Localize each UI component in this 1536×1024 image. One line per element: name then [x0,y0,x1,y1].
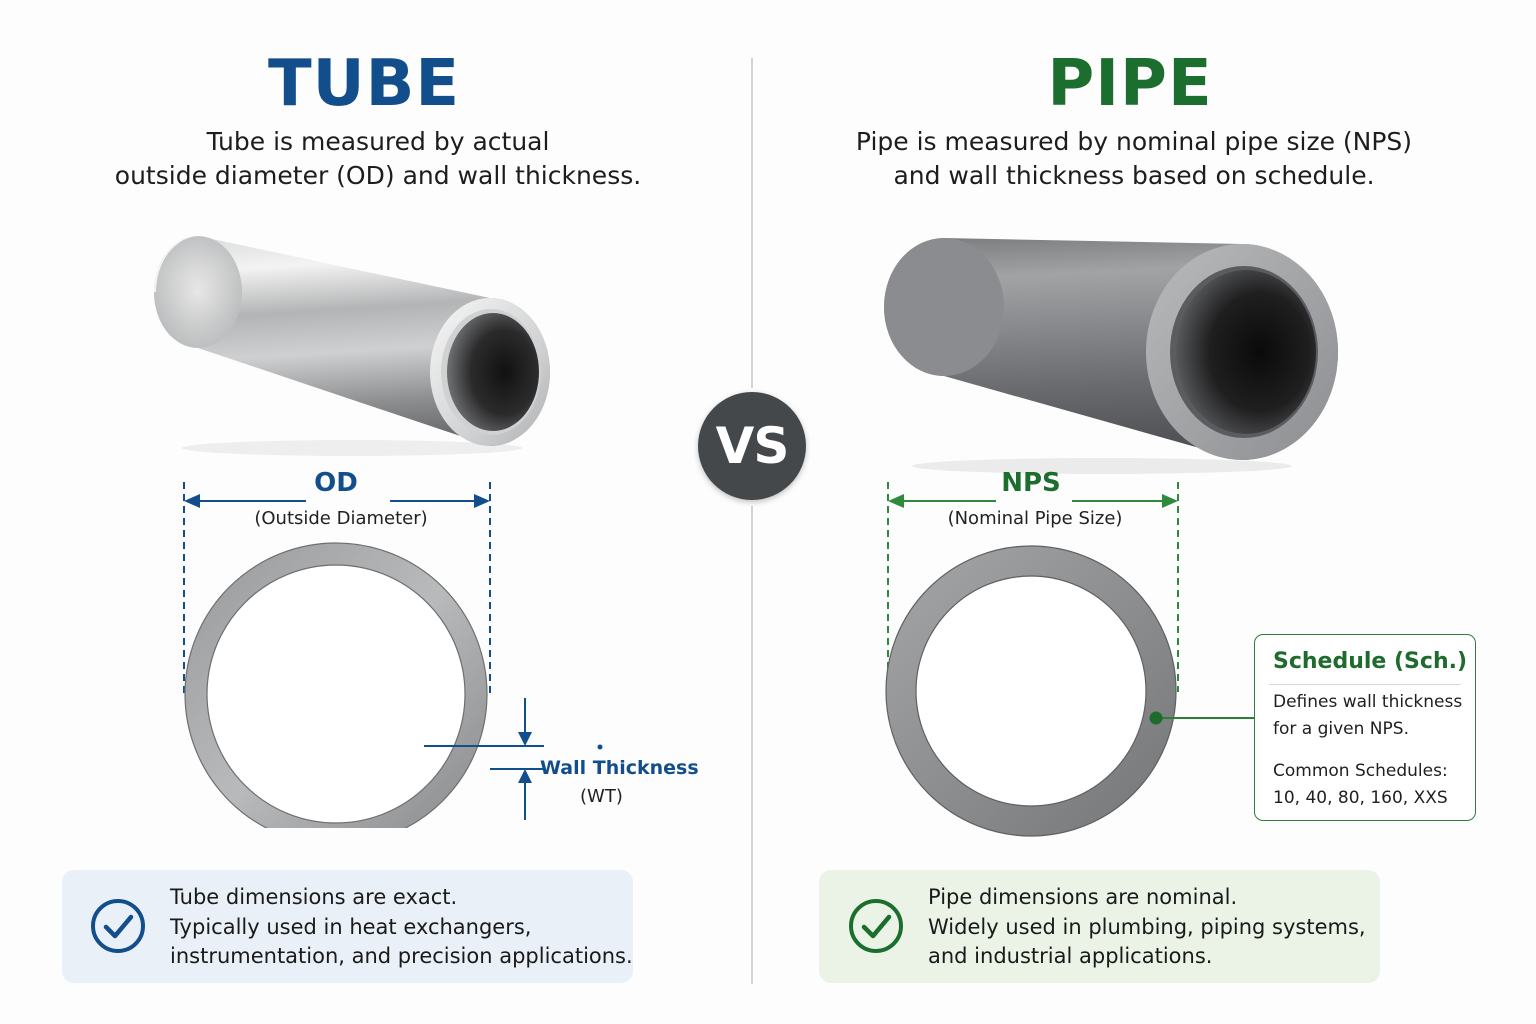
pipe-subtitle-line1: Pipe is measured by nominal pipe size (N… [855,127,1413,156]
pipe-shadow [912,458,1292,474]
pipe-illustration [884,238,1338,474]
schedule-callout: Schedule (Sch.) Defines wall thickness f… [1254,634,1476,821]
schedule-leader-dot [1149,711,1163,725]
wt-arrow-up [518,769,532,783]
center-divider-bottom [751,506,753,984]
tube-cross-section [183,482,603,828]
tube-note-text: Tube dimensions are exact. Typically use… [170,883,633,972]
od-sublabel: (Outside Diameter) [254,508,428,529]
tube-subtitle-line2: outside diameter (OD) and wall thickness… [114,161,642,190]
tube-note-line3: instrumentation, and precision applicati… [170,944,633,968]
schedule-separator [1269,684,1461,685]
check-circle-icon [849,899,903,953]
od-arrow-left [184,494,200,508]
tube-illustration [154,236,550,456]
tube-title: TUBE [267,47,461,121]
schedule-definition-line1: Defines wall thickness [1273,692,1463,712]
nps-arrow-right [1162,494,1178,508]
schedule-common-title: Common Schedules: [1273,761,1448,781]
tube-note-line1: Tube dimensions are exact. [170,885,458,909]
wt-arrow-down [518,732,532,746]
vs-badge: VS [698,392,806,500]
tube-bore [447,313,539,431]
nps-arrow-left [888,494,904,508]
pipe-note-line2: Widely used in plumbing, piping systems, [928,914,1366,939]
wall-thickness-label: Wall Thickness [540,757,699,779]
pipe-note-line3: and industrial applications. [928,944,1213,968]
pipe-back-cap [884,238,1004,376]
tube-subtitle-line1: Tube is measured by actual [206,127,550,156]
tube-back-cap [154,236,242,348]
pipe-ring [886,546,1176,836]
nps-label: NPS [1001,468,1061,498]
schedule-common-values: 10, 40, 80, 160, XXS [1273,788,1448,808]
pipe-title: PIPE [1047,47,1213,121]
od-label: OD [314,468,358,498]
pipe-bore [1176,270,1316,434]
wall-thickness-sublabel: (WT) [580,786,623,807]
nps-sublabel: (Nominal Pipe Size) [947,508,1123,529]
pipe-note-box: Pipe dimensions are nominal. Widely used… [819,870,1380,983]
schedule-title: Schedule (Sch.) [1273,649,1468,674]
od-arrow-right [474,494,490,508]
tube-subtitle: Tube is measured by actual outside diame… [80,125,676,193]
pipe-subtitle: Pipe is measured by nominal pipe size (N… [834,125,1434,193]
pipe-note-text: Pipe dimensions are nominal. Widely used… [928,883,1366,972]
pipe-note-line1: Pipe dimensions are nominal. [928,885,1238,909]
tube-note-line2: Typically used in heat exchangers, [170,914,532,939]
tube-shadow [182,440,522,456]
tube-note-box: Tube dimensions are exact. Typically use… [62,870,633,983]
center-divider-top [751,58,753,388]
pipe-cross-section [885,482,1254,837]
schedule-definition-line2: for a given NPS. [1273,719,1409,739]
pipe-subtitle-line2: and wall thickness based on schedule. [893,161,1375,190]
tube-ring [185,543,487,828]
check-circle-icon [91,899,145,953]
